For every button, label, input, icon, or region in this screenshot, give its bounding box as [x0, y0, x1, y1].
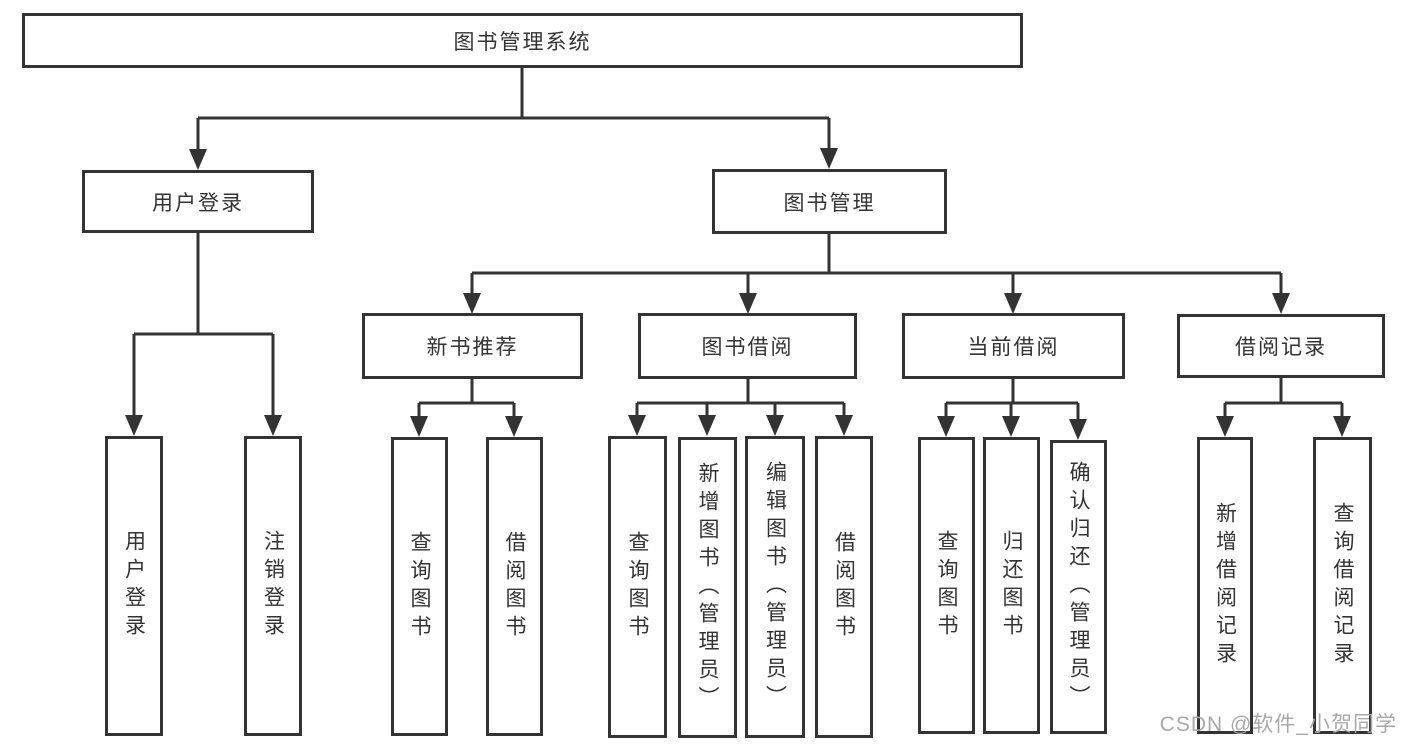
leaf-bb-add-books-admin: 新增图书（管理员） — [678, 437, 737, 738]
arrow-down-icon — [1216, 416, 1234, 437]
leaf-cb-return-books: 归还图书 — [983, 437, 1040, 734]
leaf-bb-borrow-books: 借阅图书 — [815, 436, 873, 738]
arrow-down-icon — [937, 416, 955, 437]
node-label: 图书借阅 — [701, 336, 794, 359]
arrow-down-icon — [410, 416, 428, 437]
arrow-down-icon — [1069, 419, 1087, 440]
arrow-down-icon — [264, 415, 282, 436]
node-label: 借阅记录 — [1235, 336, 1327, 359]
leaf-user-login: 用户登录 — [105, 436, 163, 736]
node-label: 图书管理系统 — [453, 30, 592, 54]
node-label: 用户登录 — [152, 191, 244, 215]
node-label: 新增借阅记录 — [1213, 501, 1237, 670]
node-label: 用户登录 — [122, 530, 146, 642]
arrow-down-icon — [125, 415, 143, 436]
leaf-bb-edit-books-admin: 编辑图书（管理员） — [745, 436, 805, 738]
node-label: 图书管理 — [783, 191, 876, 215]
node-label: 查询图书 — [935, 529, 958, 642]
node-label: 当前借阅 — [967, 336, 1060, 359]
leaf-logout: 注销登录 — [244, 436, 302, 736]
node-label: 查询图书 — [626, 531, 649, 643]
leaf-rec-borrow-books: 借阅图书 — [486, 437, 543, 736]
node-label: 编辑图书（管理员） — [763, 461, 787, 713]
arrow-down-icon — [835, 415, 853, 436]
node-new-book-recommend: 新书推荐 — [362, 313, 583, 379]
leaf-cb-confirm-return-admin: 确认归还（管理员） — [1050, 440, 1107, 734]
node-book-management: 图书管理 — [712, 169, 947, 234]
arrow-down-icon — [739, 293, 757, 314]
leaf-br-add-record: 新增借阅记录 — [1197, 437, 1253, 734]
arrow-down-icon — [463, 293, 481, 314]
node-label: 借阅图书 — [832, 531, 856, 643]
arrow-down-icon — [1004, 293, 1022, 314]
leaf-br-query-record: 查询借阅记录 — [1313, 437, 1372, 734]
leaf-rec-query-books: 查询图书 — [391, 437, 448, 736]
node-label: 新书推荐 — [426, 336, 519, 359]
arrow-down-icon — [766, 415, 784, 436]
arrow-down-icon — [1333, 416, 1351, 437]
node-label: 确认归还（管理员） — [1067, 461, 1090, 713]
node-label: 查询借阅记录 — [1331, 501, 1354, 670]
node-label: 借阅图书 — [503, 530, 526, 643]
node-user-login-branch: 用户登录 — [82, 170, 314, 233]
node-label: 新增图书（管理员） — [696, 461, 719, 714]
node-current-borrow: 当前借阅 — [902, 313, 1125, 379]
arrow-down-icon — [505, 416, 523, 437]
arrow-down-icon — [820, 148, 838, 169]
node-book-borrow: 图书借阅 — [638, 313, 857, 379]
arrow-down-icon — [189, 149, 207, 170]
node-label: 查询图书 — [408, 530, 431, 643]
arrow-down-icon — [628, 415, 646, 436]
arrow-down-icon — [698, 415, 716, 436]
node-root-system: 图书管理系统 — [22, 13, 1023, 68]
arrow-down-icon — [1002, 416, 1020, 437]
node-borrow-records: 借阅记录 — [1177, 314, 1385, 378]
csdn-watermark: CSDN @软件_小贺同学 — [1159, 713, 1397, 736]
node-label: 注销登录 — [261, 530, 285, 642]
leaf-cb-query-books: 查询图书 — [918, 437, 975, 734]
arrow-down-icon — [1272, 293, 1290, 314]
node-label: 归还图书 — [1000, 529, 1023, 642]
leaf-bb-query-books: 查询图书 — [608, 436, 667, 738]
